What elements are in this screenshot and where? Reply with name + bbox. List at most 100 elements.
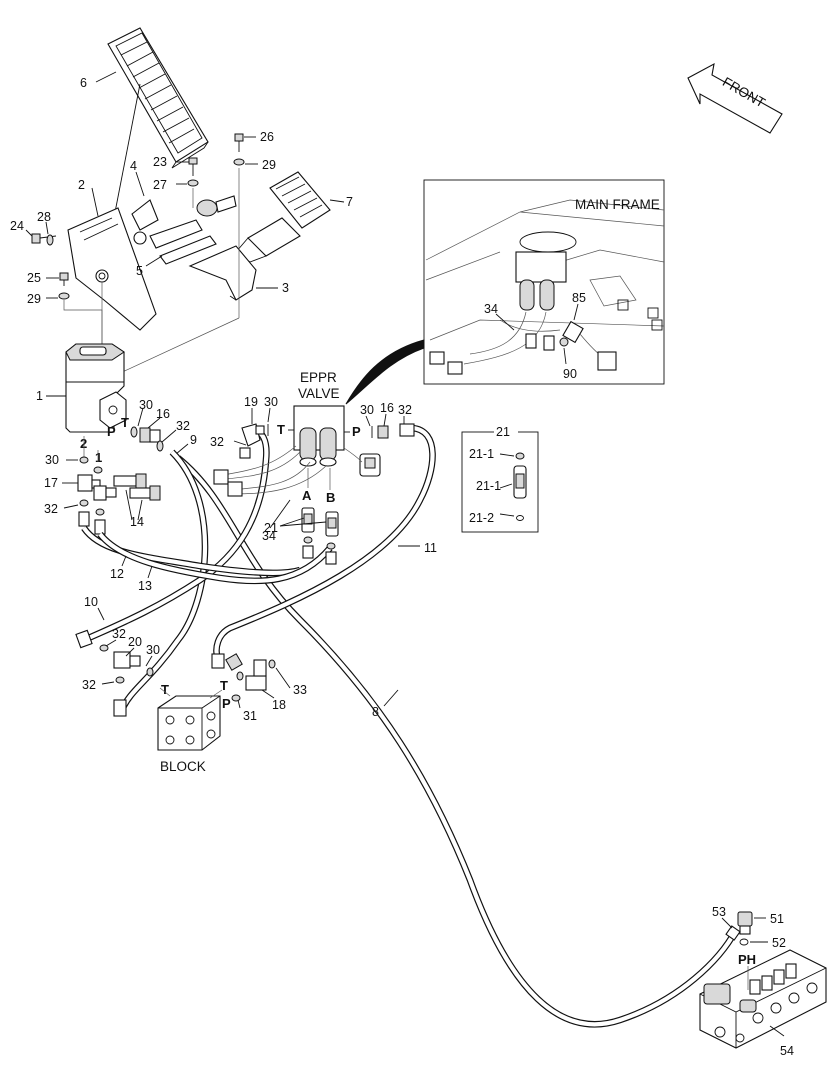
- small-pedal: [235, 171, 331, 263]
- callout-54: 54: [780, 1044, 794, 1058]
- detail-21-1b: 21-1: [476, 479, 501, 493]
- large-pedal: [107, 27, 209, 169]
- callout-1: 1: [36, 389, 43, 403]
- callout-52: 52: [772, 936, 786, 950]
- fitting-21-a: [301, 507, 315, 533]
- callout-32e: 32: [112, 627, 126, 641]
- callout-14: 14: [130, 515, 144, 529]
- callout-30e: 30: [146, 643, 160, 657]
- bolt-23: [188, 157, 198, 176]
- fitting-14-b: [129, 485, 161, 501]
- callout-28: 28: [37, 210, 51, 224]
- callout-26: 26: [260, 130, 274, 144]
- callout-33: 33: [293, 683, 307, 697]
- callout-32a: 32: [176, 419, 190, 433]
- inset-callout-34: 34: [484, 302, 498, 316]
- fitting-14-a: [113, 473, 147, 489]
- callout-23: 23: [153, 155, 167, 169]
- pedal-valve: [65, 343, 127, 433]
- callout-21: 21: [264, 521, 278, 535]
- inset-callout-90: 90: [563, 367, 577, 381]
- washer-28: [46, 234, 54, 246]
- callout-12: 12: [110, 567, 124, 581]
- callout-30b: 30: [264, 395, 278, 409]
- block: [157, 695, 221, 751]
- callout-32c: 32: [398, 403, 412, 417]
- callout-30a: 30: [139, 398, 153, 412]
- callout-32b: 32: [210, 435, 224, 449]
- callout-27: 27: [153, 178, 167, 192]
- eppr-label-2: VALVE: [298, 386, 340, 401]
- callout-29b: 29: [27, 292, 41, 306]
- port-t-block-2: T: [220, 678, 228, 693]
- front-arrow: FRONT: [687, 62, 783, 134]
- port-p-valve: P: [352, 424, 361, 439]
- port-p-left: P: [107, 424, 116, 439]
- washer-29-bottom: [58, 292, 70, 300]
- port-p-block: P: [222, 696, 231, 711]
- callout-9: 9: [190, 433, 197, 447]
- callout-53: 53: [712, 905, 726, 919]
- callout-7: 7: [346, 195, 353, 209]
- port-t-block-1: T: [161, 682, 169, 697]
- callout-25: 25: [27, 271, 41, 285]
- callout-5: 5: [136, 264, 143, 278]
- eppr-valve: [293, 405, 345, 467]
- main-frame-title: MAIN FRAME: [575, 197, 660, 212]
- callout-11: 11: [424, 541, 437, 555]
- port-b: B: [326, 490, 335, 505]
- callout-16a: 16: [156, 407, 170, 421]
- washer-27: [187, 179, 199, 187]
- callout-51: 51: [770, 912, 784, 926]
- inset-callout-85: 85: [572, 291, 586, 305]
- inset-pointer: [345, 339, 425, 405]
- port-a: A: [302, 488, 312, 503]
- fitting-16b: [377, 425, 389, 439]
- port-1: 1: [95, 450, 102, 465]
- eppr-label-1: EPPR: [300, 370, 337, 385]
- callout-17: 17: [44, 476, 58, 490]
- detail-21-2: 21-2: [469, 511, 494, 525]
- port-t-valve: T: [277, 422, 285, 437]
- pedal-bracket-assembly: [67, 195, 257, 331]
- callout-32d: 32: [44, 502, 58, 516]
- callout-6: 6: [80, 76, 87, 90]
- block-label: BLOCK: [160, 759, 206, 774]
- callout-34: 34: [262, 529, 276, 543]
- bolt-26: [234, 133, 244, 152]
- callout-18: 18: [272, 698, 286, 712]
- callout-4: 4: [130, 159, 137, 173]
- elbow-17b: [93, 485, 117, 501]
- hose-set: [81, 424, 739, 1028]
- washer-29-top: [233, 158, 245, 166]
- callout-16b: 16: [380, 401, 394, 415]
- callout-29a: 29: [262, 158, 276, 172]
- wire-harness-34: [213, 445, 327, 497]
- callout-32f: 32: [82, 678, 96, 692]
- detail-21-box: [461, 426, 539, 533]
- bolt-25: [59, 272, 69, 286]
- main-frame-inset: [423, 179, 665, 385]
- callout-19: 19: [244, 395, 258, 409]
- callout-30c: 30: [360, 403, 374, 417]
- callout-31: 31: [243, 709, 257, 723]
- callout-30d: 30: [45, 453, 59, 467]
- callout-24: 24: [10, 219, 24, 233]
- fitting-21-b: [325, 511, 339, 537]
- callout-13: 13: [138, 579, 152, 593]
- fitting-16: [139, 427, 151, 443]
- eppr-connector: [359, 453, 381, 477]
- detail-21-title: 21: [496, 425, 510, 439]
- callout-3: 3: [282, 281, 289, 295]
- elbow-51: [737, 911, 753, 935]
- port-ph: PH: [738, 952, 756, 967]
- port-t-left: T: [121, 415, 129, 430]
- callout-10: 10: [84, 595, 98, 609]
- callout-20: 20: [128, 635, 142, 649]
- control-valve-54: [699, 949, 827, 1049]
- callout-2: 2: [78, 178, 85, 192]
- elbow-17: [77, 474, 101, 492]
- fitting-18: [245, 659, 267, 691]
